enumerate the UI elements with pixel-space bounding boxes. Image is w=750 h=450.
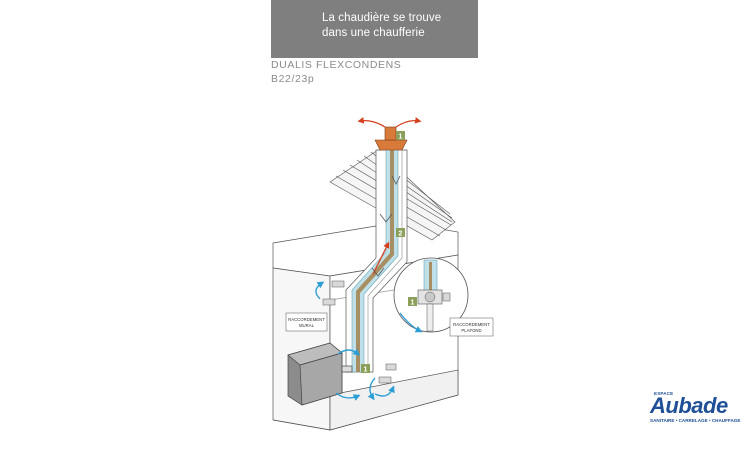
- marker-detail: 1: [408, 297, 417, 307]
- svg-text:1: 1: [411, 300, 415, 307]
- flow-arrows: [371, 175, 401, 277]
- svg-text:2: 2: [399, 231, 403, 238]
- svg-text:PLAFOND: PLAFOND: [461, 328, 481, 333]
- logo-small-text: ESPACE: [654, 391, 674, 396]
- svg-text:1: 1: [364, 367, 368, 374]
- header-line-2: dans une chaufferie: [322, 27, 425, 39]
- svg-text:1: 1: [399, 134, 403, 141]
- logo-wordmark: Aubade: [650, 393, 728, 418]
- logo-tagline: SANITAIRE • CARRELAGE • CHAUFFAGE: [650, 418, 741, 423]
- wall-vents: [322, 280, 451, 384]
- marker-top: 1: [396, 131, 405, 141]
- product-name: DUALIS FLEXCONDENS: [271, 59, 402, 71]
- marker-middle: 2: [396, 228, 405, 238]
- svg-text:RACCORDEMENT: RACCORDEMENT: [288, 317, 325, 322]
- ceiling-connection-label: RACCORDEMENT PLAFOND: [449, 317, 494, 337]
- product-code: B22/23p: [271, 73, 315, 85]
- header-line-1: La chaudière se trouve: [322, 12, 442, 24]
- boiler: [287, 342, 353, 406]
- wall-connection-label: RACCORDEMENT MURAL: [285, 312, 328, 332]
- marker-bottom: 1: [361, 364, 370, 374]
- svg-text:RACCORDEMENT: RACCORDEMENT: [453, 322, 490, 327]
- header-banner: La chaudière se trouve dans une chauffer…: [271, 0, 478, 58]
- svg-text:MURAL: MURAL: [299, 323, 315, 328]
- detail-callout: [393, 257, 469, 333]
- air-inlet-arrows: [315, 281, 423, 401]
